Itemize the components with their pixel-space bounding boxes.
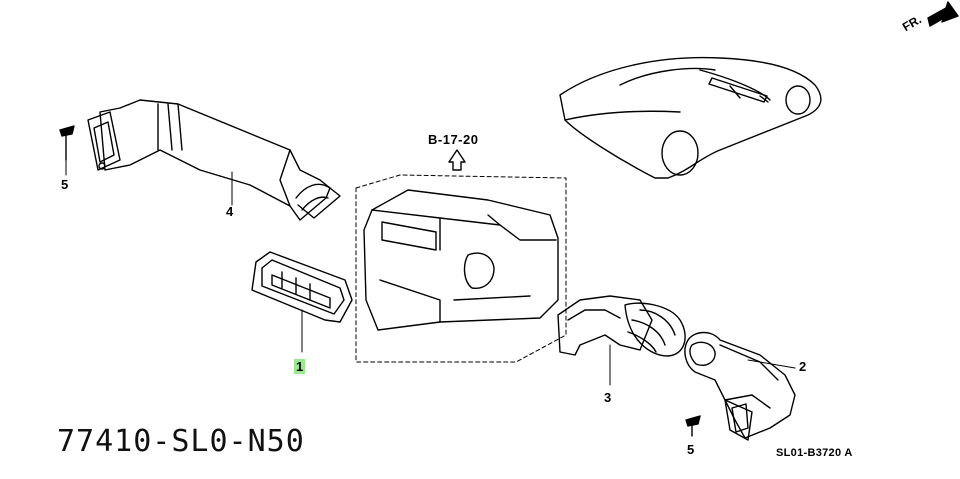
callout-5-left[interactable]: 5	[61, 177, 69, 192]
reference-label: B-17-20	[428, 132, 479, 147]
screw-5-right	[685, 415, 701, 437]
callout-2[interactable]: 2	[799, 359, 807, 374]
heater-unit-dashed-box	[355, 174, 567, 363]
front-direction-arrow	[927, 1, 959, 27]
callout-3[interactable]: 3	[604, 390, 612, 405]
car-outline	[559, 56, 822, 179]
part-1-register	[251, 251, 353, 323]
drawing-code: SL01-B3720 A	[776, 447, 853, 459]
callout-4[interactable]: 4	[226, 204, 234, 219]
reference-arrow	[448, 149, 466, 171]
screw-5-left	[59, 125, 75, 161]
part-4-duct	[87, 99, 341, 221]
leader-lines	[65, 159, 796, 386]
part-2-duct	[684, 331, 796, 441]
callout-1[interactable]: 1	[294, 359, 306, 374]
part-number: 77410-SL0-N50	[57, 424, 305, 459]
part-3-duct	[557, 295, 686, 357]
callout-5-right[interactable]: 5	[687, 442, 695, 457]
heater-unit	[363, 189, 559, 331]
